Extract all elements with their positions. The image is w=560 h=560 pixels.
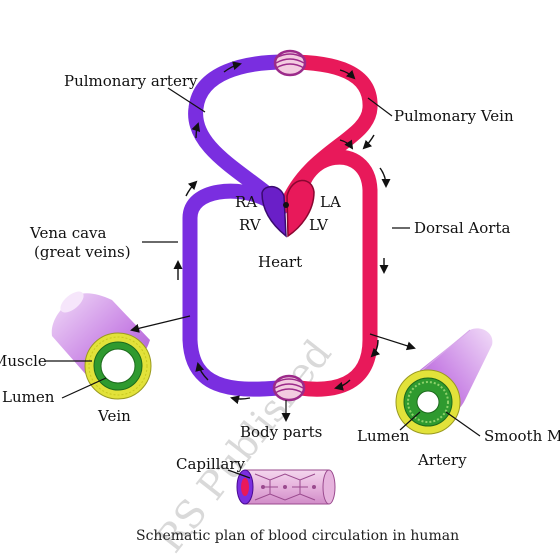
vein-illustration [51,291,152,400]
labels: Pulmonary artery Pulmonary Vein RA LA RV… [0,72,560,544]
label-dorsal-aorta: Dorsal Aorta [414,219,510,237]
watermark: RS Published [147,332,339,560]
diagram-caption: Schematic plan of blood circulation in h… [136,528,459,544]
vein-lumen [100,348,136,384]
label-muscle: Muscle [0,352,47,370]
vena-cava-vessel [182,183,286,397]
label-pulmonary-vein: Pulmonary Vein [394,107,514,125]
label-capillary: Capillary [176,455,246,473]
pulmonary-circuit [188,49,378,215]
label-smooth-muscle: Smooth Muscle [484,427,560,445]
heart-left-side [286,179,315,238]
lung-capillary-bed [273,49,307,77]
pulmonary-artery-vessel [188,54,293,215]
label-pulmonary-artery: Pulmonary artery [64,72,198,90]
label-vena-cava-sub: (great veins) [34,243,131,261]
artery-illustration [395,328,493,435]
label-rv: RV [239,216,262,234]
label-la: LA [320,193,341,211]
label-lumen-vein: Lumen [2,388,55,406]
artery-lumen [416,390,440,414]
label-artery: Artery [417,451,467,469]
label-lumen-artery: Lumen [357,427,410,445]
heart [261,179,315,238]
label-ra: RA [235,193,257,211]
dorsal-aorta-vessel [292,149,378,397]
body-capillary-bed [272,374,306,402]
leader-lines [46,87,481,479]
capillary-illustration [236,469,336,505]
label-lv: LV [309,216,329,234]
flow-arrows [173,61,391,405]
heart-right-side [261,185,287,238]
label-heart: Heart [258,253,302,271]
label-vein: Vein [97,407,131,425]
label-vena-cava: Vena cava [29,224,107,242]
systemic-circuit [182,149,378,402]
label-body-parts: Body parts [240,423,322,441]
